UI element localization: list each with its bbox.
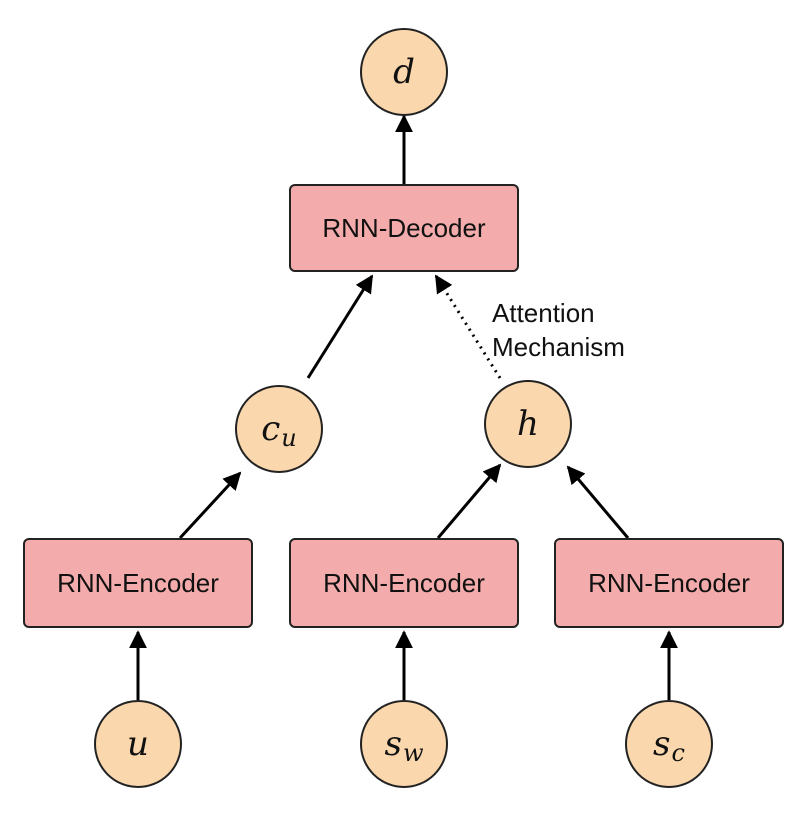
arrow-encoder-to-cu <box>178 471 242 540</box>
rnn-encoder-u-block: RNN-Encoder <box>23 538 253 628</box>
rnn-decoder-block: RNN-Decoder <box>289 184 519 272</box>
attention-label-line2: Mechanism <box>492 332 625 362</box>
node-d: d <box>360 28 448 116</box>
rnn-encoder-sc-block: RNN-Encoder <box>554 538 784 628</box>
node-h: h <box>484 380 572 468</box>
node-u: u <box>94 700 182 788</box>
node-s-w-subscript: w <box>402 739 424 767</box>
rnn-encoder-sw-block: RNN-Encoder <box>289 538 519 628</box>
node-s-c-label: s <box>653 724 671 764</box>
node-s-c-subscript: c <box>671 739 685 767</box>
attention-label-line1: Attention <box>492 298 595 328</box>
attention-arrow <box>434 274 502 379</box>
node-s-w-label: s <box>384 724 402 764</box>
node-c-u-label: c <box>261 409 281 449</box>
arrow-encoder-sw-to-h <box>436 463 502 539</box>
arrow-cu-to-decoder <box>306 274 374 379</box>
node-c-u-subscript: u <box>281 424 297 452</box>
node-h-label: h <box>517 404 539 444</box>
attention-mechanism-label: Attention Mechanism <box>492 296 625 364</box>
node-u-label: u <box>127 724 149 764</box>
node-d-label: d <box>393 52 415 92</box>
arrow-encoder-sc-to-h <box>566 465 630 539</box>
